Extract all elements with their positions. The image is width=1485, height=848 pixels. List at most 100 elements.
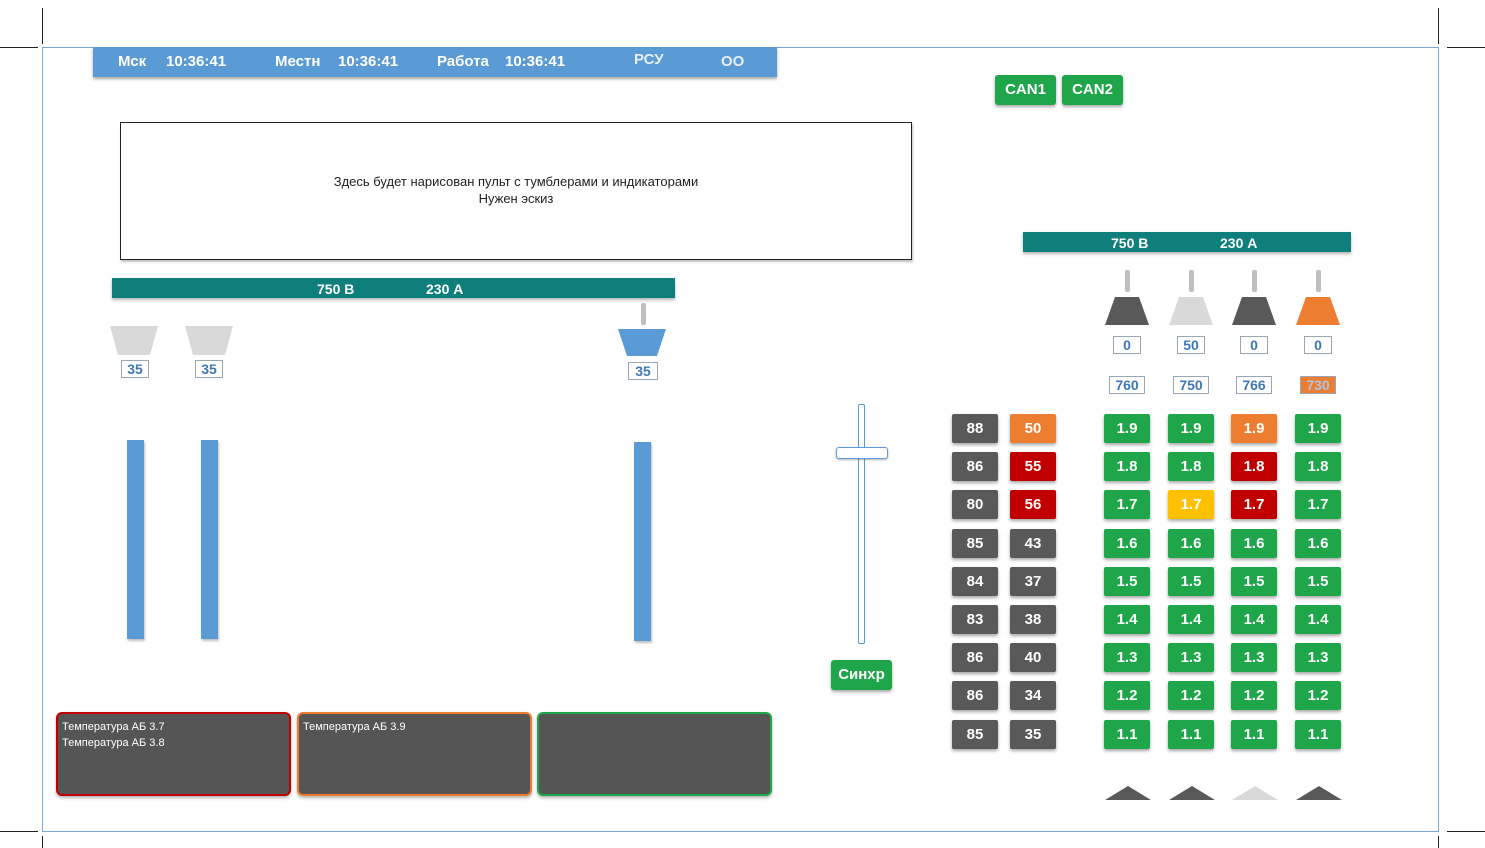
row-value-a[interactable]: 85 bbox=[952, 719, 998, 749]
placeholder-line-1: Здесь будет нарисован пульт с тумблерами… bbox=[333, 174, 699, 189]
right-unit-top-value: 0 bbox=[1304, 336, 1332, 354]
unit-3-stem bbox=[641, 303, 646, 325]
cell-tile[interactable]: 1.4 bbox=[1295, 605, 1341, 634]
cell-tile[interactable]: 1.2 bbox=[1231, 681, 1277, 711]
console-placeholder: Здесь будет нарисован пульт с тумблерами… bbox=[120, 122, 912, 260]
right-unit-top-value: 0 bbox=[1113, 336, 1141, 354]
alarm-panel-3[interactable] bbox=[537, 712, 772, 796]
cell-tile[interactable]: 1.4 bbox=[1104, 605, 1150, 634]
cell-tile[interactable]: 1.7 bbox=[1168, 490, 1214, 520]
cell-tile[interactable]: 1.9 bbox=[1168, 414, 1214, 443]
sync-slider-track[interactable] bbox=[858, 404, 865, 644]
unit-3-trapezoid[interactable] bbox=[617, 328, 669, 358]
row-value-b[interactable]: 38 bbox=[1010, 605, 1056, 634]
crop-mark bbox=[0, 831, 38, 832]
cell-tile[interactable]: 1.6 bbox=[1231, 528, 1277, 558]
cell-tile[interactable]: 1.1 bbox=[1168, 719, 1214, 749]
row-value-a[interactable]: 86 bbox=[952, 452, 998, 482]
up-arrow-icon[interactable] bbox=[1104, 784, 1152, 802]
row-value-a[interactable]: 86 bbox=[952, 643, 998, 673]
cell-tile[interactable]: 1.3 bbox=[1295, 643, 1341, 673]
local-label: Местн bbox=[275, 53, 321, 70]
can2-button[interactable]: CAN2 bbox=[1062, 75, 1123, 105]
cell-tile[interactable]: 1.1 bbox=[1104, 719, 1150, 749]
rsu-indicator[interactable]: РСУ bbox=[634, 51, 664, 68]
clock-bar: Мск 10:36:41 Местн 10:36:41 Работа 10:36… bbox=[93, 47, 777, 77]
can1-button[interactable]: CAN1 bbox=[995, 75, 1056, 105]
cell-tile[interactable]: 1.2 bbox=[1104, 681, 1150, 711]
cell-tile[interactable]: 1.5 bbox=[1168, 566, 1214, 596]
oo-indicator[interactable]: ОО bbox=[721, 53, 745, 70]
crop-mark bbox=[1447, 47, 1485, 48]
row-value-a[interactable]: 88 bbox=[952, 414, 998, 443]
sync-slider-handle[interactable] bbox=[836, 447, 888, 459]
crop-mark bbox=[0, 47, 38, 48]
unit-1-trapezoid[interactable] bbox=[109, 325, 161, 357]
sync-button[interactable]: Синхр bbox=[831, 660, 892, 690]
msk-time: 10:36:41 bbox=[166, 53, 227, 70]
row-value-b[interactable]: 56 bbox=[1010, 490, 1056, 520]
cell-tile[interactable]: 1.7 bbox=[1231, 490, 1277, 520]
cell-tile[interactable]: 1.2 bbox=[1295, 681, 1341, 711]
page-guide bbox=[1438, 47, 1439, 832]
crop-mark bbox=[1447, 831, 1485, 832]
right-unit-stem bbox=[1125, 270, 1130, 292]
row-value-a[interactable]: 80 bbox=[952, 490, 998, 520]
right-unit-trapezoid[interactable] bbox=[1230, 296, 1278, 326]
right-bus-current: 230 А bbox=[1220, 235, 1258, 251]
right-bus-voltage: 750 В bbox=[1111, 235, 1149, 251]
cell-tile[interactable]: 1.1 bbox=[1231, 719, 1277, 749]
up-arrow-icon[interactable] bbox=[1168, 784, 1216, 802]
crop-mark bbox=[42, 836, 43, 848]
cell-tile[interactable]: 1.8 bbox=[1104, 452, 1150, 482]
unit-2-level-bar bbox=[201, 440, 218, 639]
row-value-a[interactable]: 84 bbox=[952, 566, 998, 596]
alarm-1-line-1: Температура АБ 3.7 bbox=[62, 721, 165, 733]
cell-tile[interactable]: 1.5 bbox=[1104, 566, 1150, 596]
cell-tile[interactable]: 1.3 bbox=[1168, 643, 1214, 673]
row-value-a[interactable]: 83 bbox=[952, 605, 998, 634]
up-arrow-icon[interactable] bbox=[1295, 784, 1343, 802]
cell-tile[interactable]: 1.1 bbox=[1295, 719, 1341, 749]
alarm-panel-2[interactable]: Температура АБ 3.9 bbox=[297, 712, 532, 796]
cell-tile[interactable]: 1.9 bbox=[1104, 414, 1150, 443]
row-value-a[interactable]: 85 bbox=[952, 528, 998, 558]
row-value-b[interactable]: 50 bbox=[1010, 414, 1056, 443]
right-unit-trapezoid[interactable] bbox=[1294, 296, 1342, 326]
cell-tile[interactable]: 1.5 bbox=[1231, 566, 1277, 596]
cell-tile[interactable]: 1.6 bbox=[1295, 528, 1341, 558]
row-value-a[interactable]: 86 bbox=[952, 681, 998, 711]
right-unit-trapezoid[interactable] bbox=[1167, 296, 1215, 326]
right-unit-trapezoid[interactable] bbox=[1103, 296, 1151, 326]
cell-tile[interactable]: 1.8 bbox=[1295, 452, 1341, 482]
cell-tile[interactable]: 1.2 bbox=[1168, 681, 1214, 711]
left-busbar: 750 В 230 А bbox=[112, 278, 675, 298]
cell-tile[interactable]: 1.5 bbox=[1295, 566, 1341, 596]
row-value-b[interactable]: 35 bbox=[1010, 719, 1056, 749]
unit-3-value: 35 bbox=[628, 362, 658, 380]
right-unit-bottom-value: 766 bbox=[1236, 376, 1272, 394]
up-arrow-icon[interactable] bbox=[1231, 784, 1279, 802]
cell-tile[interactable]: 1.8 bbox=[1168, 452, 1214, 482]
cell-tile[interactable]: 1.4 bbox=[1168, 605, 1214, 634]
row-value-b[interactable]: 55 bbox=[1010, 452, 1056, 482]
cell-tile[interactable]: 1.6 bbox=[1168, 528, 1214, 558]
unit-2-trapezoid[interactable] bbox=[184, 325, 236, 357]
cell-tile[interactable]: 1.4 bbox=[1231, 605, 1277, 634]
cell-tile[interactable]: 1.3 bbox=[1104, 643, 1150, 673]
row-value-b[interactable]: 40 bbox=[1010, 643, 1056, 673]
crop-mark bbox=[1438, 8, 1439, 44]
row-value-b[interactable]: 37 bbox=[1010, 566, 1056, 596]
row-value-b[interactable]: 34 bbox=[1010, 681, 1056, 711]
right-unit-stem bbox=[1252, 270, 1257, 292]
cell-tile[interactable]: 1.8 bbox=[1231, 452, 1277, 482]
unit-1-value: 35 bbox=[121, 360, 149, 378]
row-value-b[interactable]: 43 bbox=[1010, 528, 1056, 558]
cell-tile[interactable]: 1.9 bbox=[1231, 414, 1277, 443]
cell-tile[interactable]: 1.3 bbox=[1231, 643, 1277, 673]
cell-tile[interactable]: 1.7 bbox=[1295, 490, 1341, 520]
cell-tile[interactable]: 1.7 bbox=[1104, 490, 1150, 520]
cell-tile[interactable]: 1.9 bbox=[1295, 414, 1341, 443]
cell-tile[interactable]: 1.6 bbox=[1104, 528, 1150, 558]
alarm-panel-1[interactable]: Температура АБ 3.7 Температура АБ 3.8 bbox=[56, 712, 291, 796]
